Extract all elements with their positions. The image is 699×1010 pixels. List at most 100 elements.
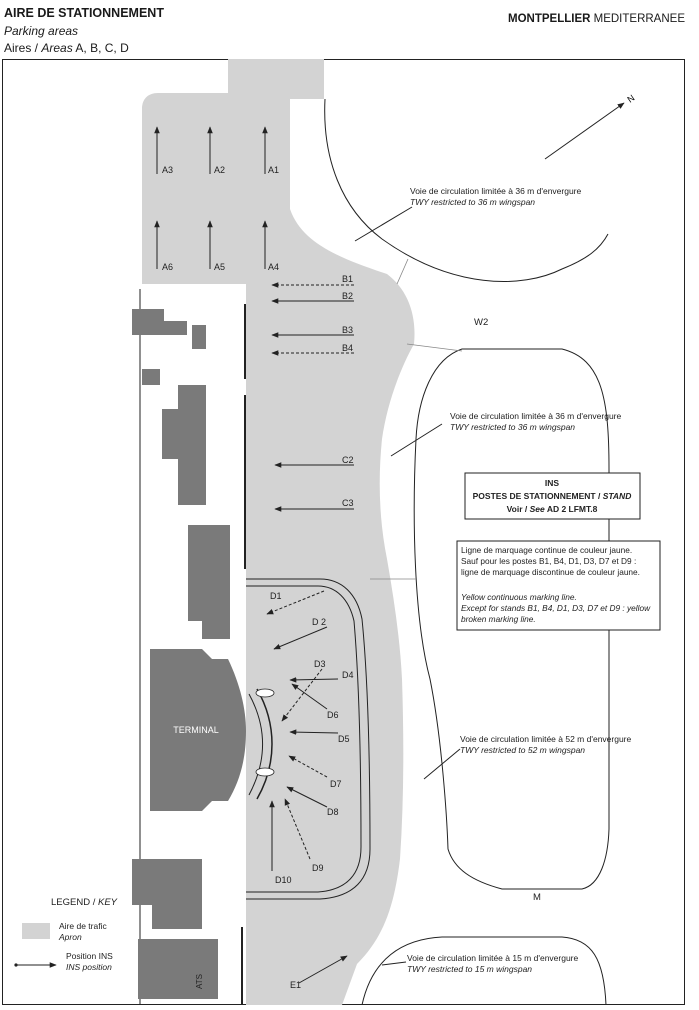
legend-apron-fr: Aire de trafic xyxy=(59,921,107,931)
stand-label-d6: D6 xyxy=(327,710,339,720)
areas-italic: Areas xyxy=(41,41,73,55)
legend-title: LEGEND / KEY xyxy=(51,897,118,908)
taxiway-m-loop xyxy=(361,936,607,1006)
building-11 xyxy=(138,939,218,999)
terminal-label: TERMINAL xyxy=(173,725,219,735)
apron-area xyxy=(142,59,415,1005)
building-9 xyxy=(132,859,202,905)
legend-title-key: KEY xyxy=(98,897,118,908)
map-svg: N A3 A2 A1 A6 A5 A4 B1 B2 B3 B4 C2 C3 xyxy=(2,59,685,1006)
stand-labels-d: D1 D 2 D3 D4 D6 D5 D7 D8 D9 D10 E1 xyxy=(270,591,354,990)
ins-box-line2-en: STAND xyxy=(603,491,632,501)
ats-label: ATS xyxy=(195,974,204,989)
stand-label-b2: B2 xyxy=(342,291,353,301)
ins-box-line3-fr: Voir / xyxy=(507,504,528,514)
apron-d-outline xyxy=(246,578,371,900)
twy4-en: TWY restricted to 15 m wingspan xyxy=(407,964,532,974)
stand-arrows-d xyxy=(266,590,339,871)
areas-line: Aires / Areas A, B, C, D xyxy=(4,41,129,55)
stand-label-b4: B4 xyxy=(342,343,353,353)
twy-notes: Voie de circulation limitée à 36 m d'env… xyxy=(407,186,632,974)
twy3-en: TWY restricted to 52 m wingspan xyxy=(460,745,585,755)
stand-labels-a: A3 A2 A1 A6 A5 A4 xyxy=(162,165,279,272)
areas-list: A, B, C, D xyxy=(75,41,129,55)
twy3-leader xyxy=(423,748,461,780)
twy1-fr: Voie de circulation limitée à 36 m d'env… xyxy=(410,186,582,196)
twy2-fr: Voie de circulation limitée à 36 m d'env… xyxy=(450,411,622,421)
stand-label-d9: D9 xyxy=(312,863,324,873)
taxiway-m-label: M xyxy=(533,892,541,903)
areas-prefix: Aires / xyxy=(4,41,39,55)
stand-label-c2: C2 xyxy=(342,455,354,465)
stand-arrow-d2 xyxy=(273,626,328,650)
building-8 xyxy=(202,579,230,639)
ins-box-text: INS POSTES DE STATIONNEMENT / STAND Voir… xyxy=(473,478,632,514)
stand-arrow-d5 xyxy=(289,729,339,735)
apron-d-inner xyxy=(246,585,362,893)
stand-label-a6: A6 xyxy=(162,262,173,272)
airport-name-rest: MEDITERRANEE xyxy=(593,13,685,25)
twy2-leader xyxy=(390,423,443,457)
building-6 xyxy=(162,409,178,459)
stand-label-e1: E1 xyxy=(290,980,301,990)
chart-title: AIRE DE STATIONNEMENT xyxy=(4,6,164,20)
stand-arrow-d8 xyxy=(286,786,328,808)
ins-box-line3-ref: AD 2 LFMT.8 xyxy=(547,504,598,514)
stand-arrow-d4 xyxy=(289,677,339,683)
building-2 xyxy=(157,321,187,335)
stand-label-d4: D4 xyxy=(342,670,354,680)
stand-label-d8: D8 xyxy=(327,807,339,817)
twy3-fr: Voie de circulation limitée à 52 m d'env… xyxy=(460,734,632,744)
jetway-1 xyxy=(255,688,275,698)
taxiway-w2-label: W2 xyxy=(474,317,488,328)
stand-label-c3: C3 xyxy=(342,498,354,508)
chart-subtitle: Parking areas xyxy=(4,24,79,38)
marking-note-en2: Except for stands B1, B4, D1, D3, D7 et … xyxy=(461,603,651,613)
stand-arrows-bc xyxy=(271,282,354,512)
north-arrow xyxy=(544,102,625,160)
ins-box-line1: INS xyxy=(545,478,560,488)
twy-leaders xyxy=(354,206,461,966)
legend: LEGEND / KEY Aire de trafic Apron Positi… xyxy=(14,897,118,972)
marking-note-text: Ligne de marquage continue de couleur ja… xyxy=(461,545,651,624)
twy1-leader xyxy=(354,206,413,242)
stand-arrow-d7 xyxy=(288,755,328,778)
taxiway-north-curve xyxy=(324,98,609,282)
stand-arrows-a xyxy=(154,126,268,269)
stand-arrow-d6 xyxy=(291,683,328,710)
marking-note-box xyxy=(456,540,661,631)
twy4-fr: Voie de circulation limitée à 15 m d'env… xyxy=(407,953,579,963)
marking-note-fr3: ligne de marquage discontinue de couleur… xyxy=(461,567,640,577)
legend-title-fr: LEGEND / xyxy=(51,897,96,908)
stand-label-b3: B3 xyxy=(342,325,353,335)
stand-label-a5: A5 xyxy=(214,262,225,272)
stand-arrow-d9 xyxy=(284,798,311,860)
stand-label-b1: B1 xyxy=(342,274,353,284)
twy-link-2 xyxy=(406,343,463,352)
jetway-2 xyxy=(255,767,275,777)
building-3 xyxy=(192,325,206,349)
taxiway-w2-loop xyxy=(413,348,610,890)
twy1-en: TWY restricted to 36 m wingspan xyxy=(410,197,535,207)
marking-note-en3: broken marking line. xyxy=(461,614,536,624)
jetways xyxy=(255,688,275,777)
twy-link-1 xyxy=(396,258,409,285)
legend-ins-en: INS position xyxy=(66,962,112,972)
ins-box-line3: Voir / See AD 2 LFMT.8 xyxy=(507,504,598,514)
marking-note-fr2: Sauf pour les postes B1, B4, D1, D3, D7 … xyxy=(461,556,636,566)
ins-box-line3-en: See xyxy=(530,504,545,514)
stand-arrow-d1 xyxy=(266,590,325,615)
stand-label-a4: A4 xyxy=(268,262,279,272)
marking-note-en1: Yellow continuous marking line. xyxy=(461,592,577,602)
airport-name: MONTPELLIER MEDITERRANEE xyxy=(508,13,685,25)
stand-arrow-d3 xyxy=(281,668,323,722)
terminal-building xyxy=(150,649,246,811)
north-label: N xyxy=(625,93,636,105)
twy2-en: TWY restricted to 36 m wingspan xyxy=(450,422,575,432)
building-4 xyxy=(142,369,160,385)
legend-apron-swatch xyxy=(22,923,50,939)
ins-box-line2-fr: POSTES DE STATIONNEMENT / xyxy=(473,491,601,501)
stand-arrow-e1 xyxy=(298,955,348,984)
twy4-leader xyxy=(381,961,407,966)
stand-label-d2: D 2 xyxy=(312,617,326,627)
